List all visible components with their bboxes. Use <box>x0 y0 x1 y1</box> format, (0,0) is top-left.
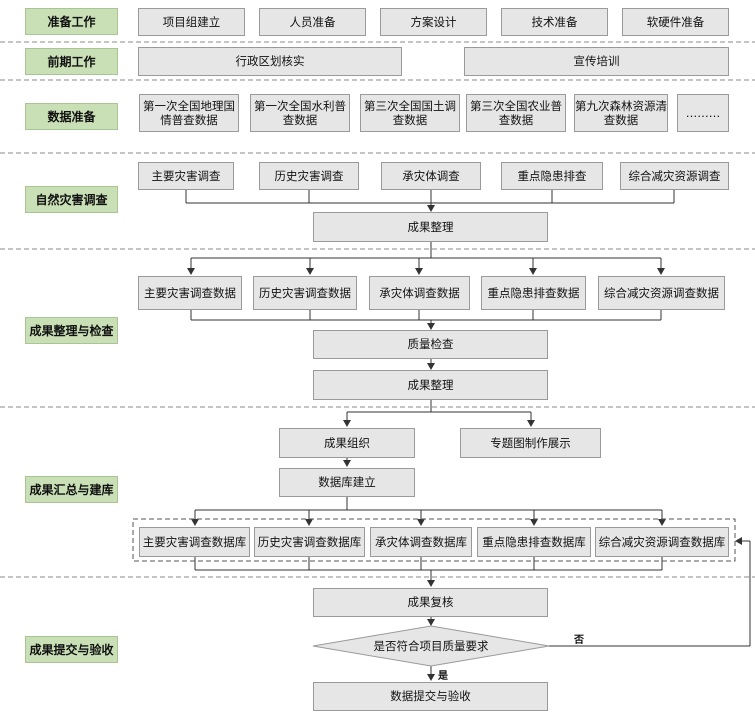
db-item-main: 主要灾害调查数据库 <box>139 527 250 557</box>
survey-result-box: 成果整理 <box>313 212 548 242</box>
stage-organize: 成果整理与检查 <box>25 317 118 344</box>
survey-item-main: 主要灾害调查 <box>138 162 234 190</box>
data-item-agri: 第三次全国农业普查数据 <box>466 94 566 132</box>
check-item-carrier: 承灾体调查数据 <box>369 276 470 310</box>
db-item-hazard: 重点隐患排查数据库 <box>477 527 591 557</box>
stage-survey: 自然灾害调查 <box>25 186 118 213</box>
stage-summary: 成果汇总与建库 <box>25 476 118 503</box>
data-item-more: ……… <box>677 94 729 132</box>
prep-item-hardware: 软硬件准备 <box>622 8 729 36</box>
yes-label: 是 <box>438 671 448 682</box>
review-box: 成果复核 <box>313 588 548 617</box>
survey-item-carrier: 承灾体调查 <box>381 162 481 190</box>
survey-item-resource: 综合减灾资源调查 <box>620 162 729 190</box>
early-item-training: 宣传培训 <box>464 47 729 76</box>
check-item-history: 历史灾害调查数据 <box>253 276 357 310</box>
quality-check-box: 质量检查 <box>313 330 548 359</box>
data-item-geo: 第一次全国地理国情普查数据 <box>139 94 239 132</box>
early-item-district: 行政区划核实 <box>138 47 402 76</box>
check-result-box: 成果整理 <box>313 370 548 400</box>
data-item-land: 第三次全国国土调查数据 <box>360 94 460 132</box>
prep-item-tech: 技术准备 <box>501 8 608 36</box>
check-item-resource: 综合减灾资源调查数据 <box>598 276 725 310</box>
decision-label: 是否符合项目质量要求 <box>373 639 489 653</box>
db-item-carrier: 承灾体调查数据库 <box>370 527 472 557</box>
stage-submit: 成果提交与验收 <box>25 636 118 663</box>
db-build-box: 数据库建立 <box>279 468 415 497</box>
data-item-water: 第一次全国水利普查数据 <box>250 94 350 132</box>
thematic-map-box: 专题图制作展示 <box>460 428 601 458</box>
data-item-forest: 第九次森林资源清查数据 <box>574 94 668 132</box>
stage-dividers <box>0 41 755 578</box>
prep-item-staff: 人员准备 <box>259 8 366 36</box>
prep-item-team: 项目组建立 <box>138 8 245 36</box>
survey-item-history: 历史灾害调查 <box>259 162 359 190</box>
prep-item-plan: 方案设计 <box>380 8 487 36</box>
stage-prep: 准备工作 <box>25 8 118 35</box>
survey-item-hazard: 重点隐患排查 <box>501 162 603 190</box>
decision-diamond <box>312 625 550 667</box>
no-label: 否 <box>574 635 584 646</box>
check-item-hazard: 重点隐患排查数据 <box>481 276 586 310</box>
final-box: 数据提交与验收 <box>313 682 548 711</box>
db-item-resource: 综合减灾资源调查数据库 <box>595 527 729 557</box>
stage-early: 前期工作 <box>25 48 118 75</box>
db-item-history: 历史灾害调查数据库 <box>254 527 365 557</box>
check-item-main: 主要灾害调查数据 <box>138 276 242 310</box>
stage-data-prep: 数据准备 <box>25 103 118 130</box>
organize-result-box: 成果组织 <box>279 428 415 458</box>
